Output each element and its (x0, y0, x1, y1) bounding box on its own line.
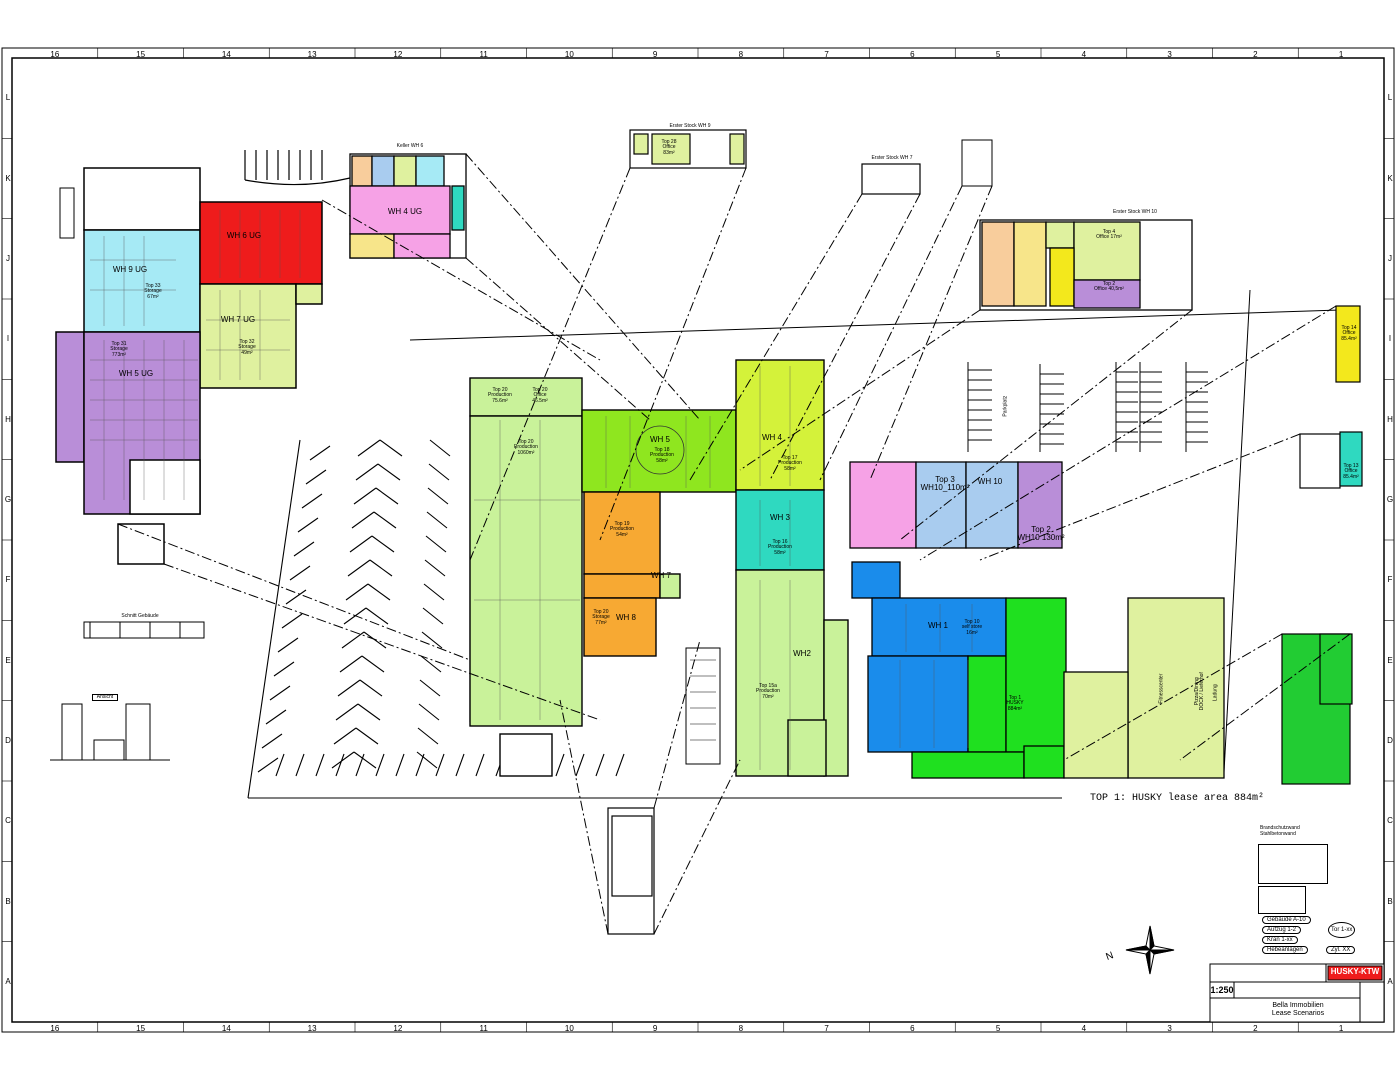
legend-circle-cyl: Zyl. XX (1326, 946, 1356, 954)
legend-pill-elevator: Aufzug 1-2 (1262, 926, 1302, 934)
grid-row-label: I (1388, 334, 1392, 344)
grid-col-label: 10 (564, 1024, 574, 1033)
legend-circle-gate: Tor 1-xx (1328, 922, 1356, 938)
grid-row-label: A (1387, 976, 1393, 986)
grid-col-label: 12 (393, 1024, 403, 1033)
grid-row-label: K (5, 173, 11, 183)
legend-table-2 (1258, 886, 1306, 914)
grid-col-label: 11 (479, 50, 488, 59)
grid-col-label: 1 (1338, 1024, 1344, 1033)
grid-row-label: B (1387, 896, 1393, 906)
grid-col-label: 2 (1253, 50, 1258, 59)
grid-col-label: 13 (307, 50, 317, 59)
grid-col-label: 5 (995, 1024, 1001, 1033)
grid-row-label: G (1386, 494, 1394, 504)
grid-row-label: L (1387, 93, 1393, 103)
grid-col-label: 16 (50, 50, 60, 59)
grid-col-label: 7 (824, 1024, 829, 1033)
grid-col-label: 3 (1167, 1024, 1172, 1033)
grid-col-label: 6 (910, 50, 915, 59)
grid-col-label: 2 (1253, 1024, 1258, 1033)
grid-row-label: D (5, 735, 11, 745)
grid-row-label: H (5, 414, 11, 424)
grid-row-label: E (1387, 655, 1393, 665)
grid-row-label: F (1387, 575, 1393, 585)
grid-col-label: 3 (1167, 50, 1172, 59)
grid-row-label: C (1387, 816, 1393, 826)
grid-col-label: 9 (652, 1024, 658, 1033)
grid-row-label: G (4, 494, 12, 504)
grid-col-label: 6 (910, 1024, 915, 1033)
grid-col-label: 5 (995, 50, 1001, 59)
grid-col-label: 1 (1338, 50, 1344, 59)
grid-row-label: F (5, 575, 11, 585)
legend-pill-building: Gebäude A-10 (1262, 916, 1311, 924)
legend-pill-crane: Kran 1-xx (1262, 936, 1298, 944)
grid-col-label: 8 (738, 50, 744, 59)
grid-col-label: 15 (136, 1024, 146, 1033)
grid-row-label: A (5, 976, 11, 986)
grid-row-label: E (5, 655, 11, 665)
grid-row-label: I (6, 334, 10, 344)
grid-row-label: H (1387, 414, 1393, 424)
legend-table (1258, 844, 1328, 884)
grid-row-label: B (5, 896, 11, 906)
grid-col-label: 13 (307, 1024, 317, 1033)
grid-col-label: 4 (1081, 1024, 1087, 1033)
grid-col-label: 14 (221, 1024, 231, 1033)
grid-col-label: 11 (479, 1024, 488, 1033)
grid-col-label: 15 (136, 50, 146, 59)
grid-col-label: 4 (1081, 50, 1087, 59)
grid-col-label: 8 (738, 1024, 744, 1033)
grid-row-label: L (5, 93, 11, 103)
grid-col-label: 16 (50, 1024, 60, 1033)
grid-col-label: 14 (221, 50, 231, 59)
grid-col-label: 10 (564, 50, 574, 59)
legend-pill-lifts: Hebeanlagen (1262, 946, 1308, 954)
grid-col-label: 7 (824, 50, 829, 59)
grid-row-label: J (6, 253, 10, 263)
grid-row-label: K (1387, 173, 1393, 183)
grid-row-label: D (1387, 735, 1393, 745)
grid-col-label: 12 (393, 50, 403, 59)
grid-row-label: J (1388, 253, 1392, 263)
grid-row-label: C (5, 816, 11, 826)
grid-col-label: 9 (652, 50, 658, 59)
